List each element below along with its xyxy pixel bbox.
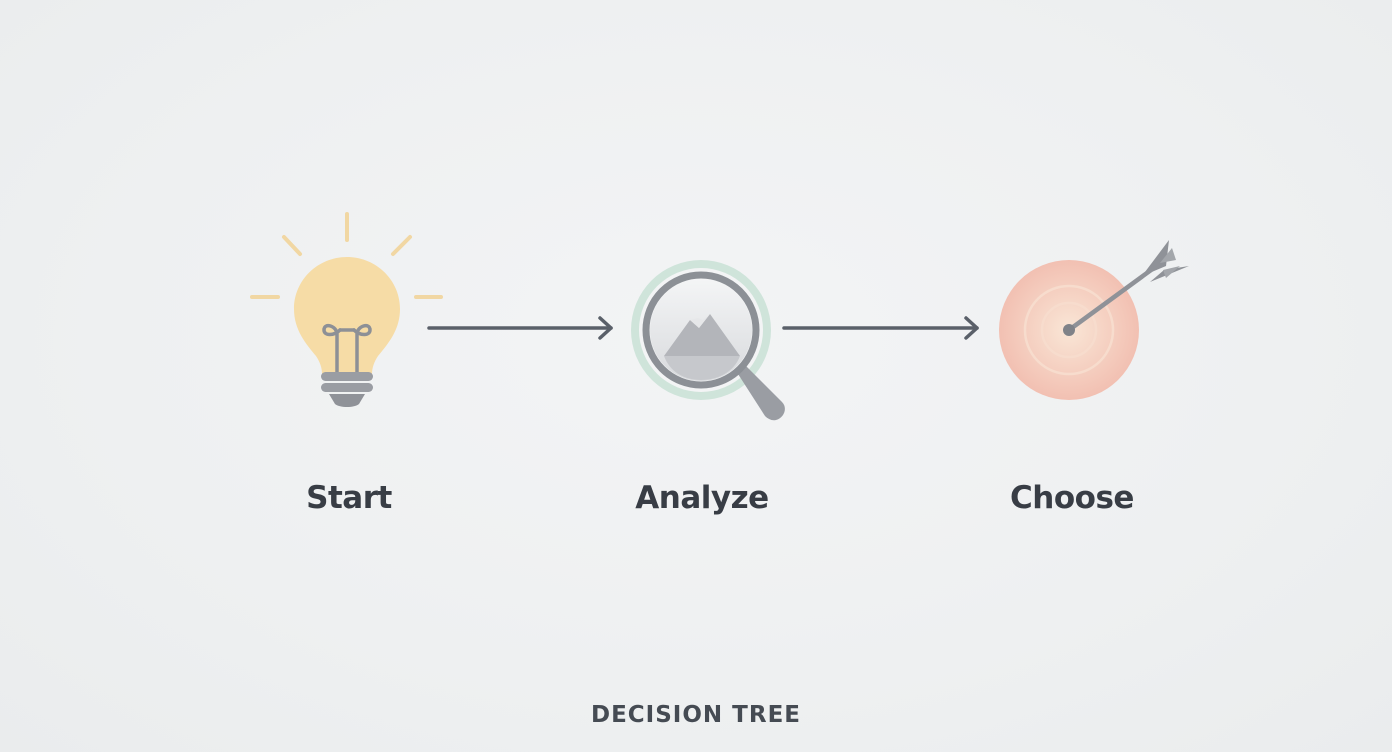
magnifier-handle [738,366,785,421]
dart-tip [1063,324,1075,336]
mountain-shape [664,314,740,356]
bulb-base [321,372,373,407]
diagram-title: DECISION TREE [591,702,801,728]
magnifying-glass-icon [631,260,785,421]
flow-arrow-2 [782,316,979,340]
step-label-choose: Choose [1010,480,1134,516]
step-label-analyze: Analyze [635,480,769,516]
step-label-start: Start [306,480,392,516]
target-arrow-icon [999,240,1189,400]
lightbulb-icon [250,212,443,407]
light-rays [250,212,443,299]
bulb-glass [294,257,400,374]
bulb-filament [322,323,372,374]
flow-arrow-1 [427,316,613,340]
dart-fletching [1142,240,1189,282]
magnifier-rim [642,271,760,389]
